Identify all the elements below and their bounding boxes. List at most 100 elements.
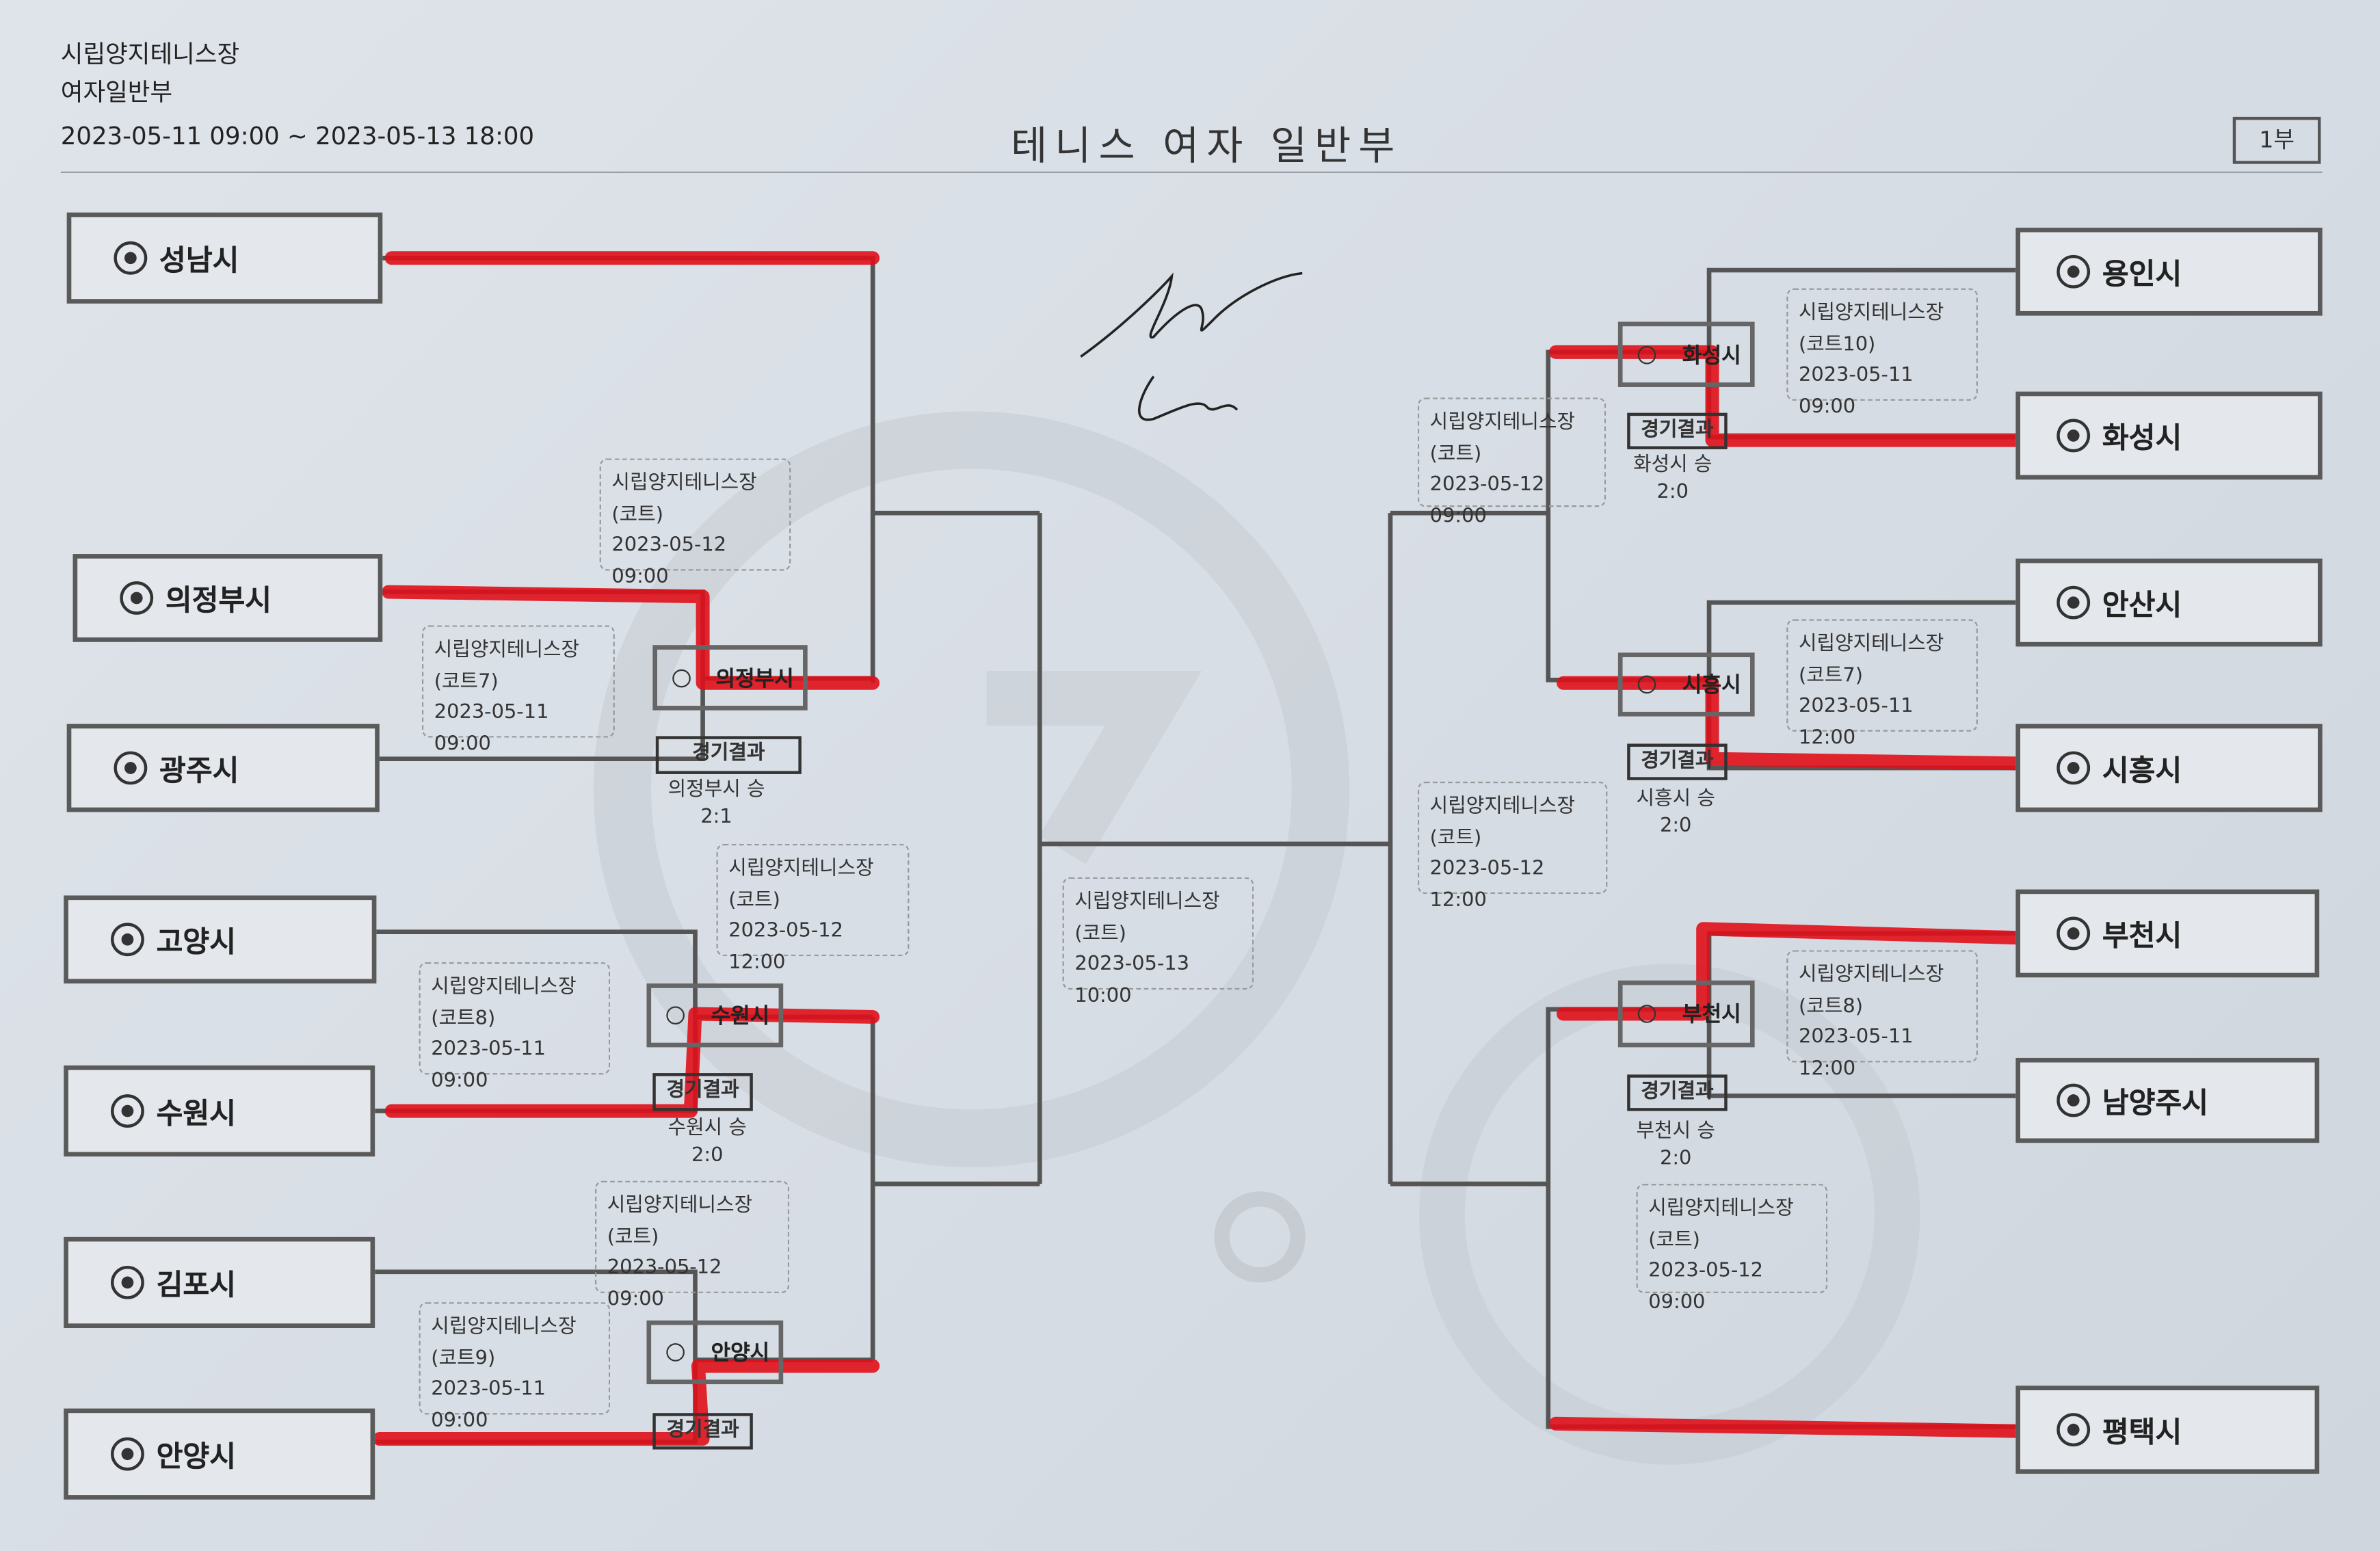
team-namyangju[interactable]: 남양주시 (2015, 1057, 2320, 1143)
advanced-team-l3[interactable]: 안양시 (646, 1320, 784, 1385)
info-line: 시립양지테니스장 (1798, 964, 1944, 987)
info-line: 2:1 (700, 806, 732, 829)
match-info-final: 시립양지테니스장(코트)2023-05-13 10:00 (1062, 877, 1254, 1007)
info-line: (코트) (1074, 922, 1126, 945)
info-line: 화성시 승 (1633, 453, 1713, 477)
team-gwangju[interactable]: 광주시 (66, 724, 380, 812)
info-line: 2023-05-12 09:00 (1648, 1260, 1763, 1314)
match-result-r1: 화성시 승 2:0 (1612, 452, 1734, 507)
city-logo-icon (2057, 916, 2091, 951)
city-logo-icon (1637, 345, 1656, 364)
period-label: 2023-05-11 09:00 ~ 2023-05-13 18:00 (60, 121, 535, 150)
info-line: 시립양지테니스장 (431, 1316, 577, 1339)
team-pyeongtaek[interactable]: 평택시 (2015, 1386, 2320, 1474)
info-line: (코트) (607, 1225, 659, 1249)
city-logo-icon (111, 1265, 144, 1299)
city-logo-icon (666, 1343, 685, 1362)
info-line: 시립양지테니스장 (1074, 890, 1220, 914)
team-yongin[interactable]: 용인시 (2015, 227, 2323, 316)
city-logo-icon (111, 1094, 144, 1128)
match-result-button-r2[interactable]: 경기결과 (1627, 743, 1728, 780)
match-result-button-l3[interactable]: 경기결과 (652, 1413, 753, 1450)
info-line: (코트) (1648, 1228, 1700, 1251)
info-line: 2023-05-11 09:00 (1798, 364, 1914, 419)
match-result-button-l1[interactable]: 경기결과 (655, 736, 802, 774)
info-line: 시립양지테니스장 (611, 472, 757, 495)
match-info-l-qf-a: 시립양지테니스장(코트)2023-05-12 09:00 (599, 458, 791, 588)
info-line: 2023-05-12 09:00 (607, 1256, 722, 1311)
info-line: (코트) (1429, 442, 1482, 466)
info-line: 2023-05-11 12:00 (1798, 1026, 1914, 1081)
match-info-r-r1-a: 시립양지테니스장(코트10)2023-05-11 09:00 (1786, 288, 1978, 418)
info-line: 2023-05-12 12:00 (1429, 857, 1545, 912)
info-line: (코트) (728, 888, 780, 912)
team-anyang[interactable]: 안양시 (64, 1408, 375, 1500)
match-info-l-r1-c: 시립양지테니스장(코트9)2023-05-11 09:00 (419, 1302, 611, 1432)
info-line: 2023-05-12 09:00 (1429, 473, 1545, 528)
info-line: 2023-05-12 09:00 (611, 534, 727, 589)
info-line: 2:0 (1659, 814, 1692, 838)
city-logo-icon (2057, 1083, 2091, 1117)
header-divider (60, 171, 2323, 174)
info-line: 2:0 (1656, 481, 1689, 504)
match-result-button-l2[interactable]: 경기결과 (652, 1073, 753, 1111)
advanced-team-r1[interactable]: 화성시 (1617, 321, 1755, 387)
match-result-l2: 수원시 승 2:0 (635, 1115, 780, 1170)
advanced-team-r3[interactable]: 부천시 (1617, 980, 1755, 1048)
team-hwaseong[interactable]: 화성시 (2015, 391, 2323, 480)
team-seongnam[interactable]: 성남시 (66, 212, 383, 304)
info-line: 의정부시 승 (667, 778, 765, 801)
info-line: (코트) (1429, 826, 1482, 849)
match-info-l-qf-b: 시립양지테니스장(코트)2023-05-12 09:00 (595, 1180, 790, 1310)
team-siheung[interactable]: 시흥시 (2015, 724, 2323, 812)
info-line: 2023-05-11 09:00 (431, 1378, 546, 1433)
info-line: (코트8) (1798, 994, 1863, 1018)
advanced-team-l1[interactable]: 의정부시 (652, 645, 808, 711)
team-ansan[interactable]: 안산시 (2015, 558, 2323, 647)
info-line: 시립양지테니스장 (434, 639, 580, 662)
city-logo-icon (111, 1437, 144, 1471)
team-bucheon[interactable]: 부천시 (2015, 889, 2320, 978)
match-info-r-sf: 시립양지테니스장(코트)2023-05-12 12:00 (1417, 781, 1608, 912)
team-uijeongbu[interactable]: 의정부시 (72, 554, 383, 642)
city-logo-icon (666, 1006, 685, 1025)
city-logo-icon (2057, 585, 2091, 620)
info-line: 2023-05-12 12:00 (728, 919, 844, 974)
city-logo-icon (1637, 1005, 1656, 1023)
info-line: 2023-05-11 09:00 (431, 1038, 546, 1092)
advanced-team-l2[interactable]: 수원시 (646, 983, 784, 1048)
match-info-l-sf: 시립양지테니스장 (코트) 2023-05-12 12:00 (716, 843, 910, 974)
info-line: 2023-05-11 12:00 (1798, 695, 1914, 750)
division-label: 여자일반부 (60, 77, 173, 107)
page-title: 테니스 여자 일반부 (1011, 124, 1403, 170)
match-result-button-r3[interactable]: 경기결과 (1627, 1074, 1728, 1111)
city-logo-icon (120, 581, 154, 615)
advanced-team-r2[interactable]: 시흥시 (1617, 652, 1755, 717)
city-logo-icon (114, 241, 148, 275)
city-logo-icon (2057, 751, 2091, 785)
match-info-r-qf-b: 시립양지테니스장 (코트) 2023-05-12 09:00 (1636, 1184, 1828, 1314)
info-line: 시립양지테니스장 (728, 857, 874, 881)
city-logo-icon (672, 668, 691, 687)
match-result-r2: 시흥시 승 2:0 (1615, 786, 1736, 841)
city-logo-icon (2057, 419, 2091, 453)
info-line: 시흥시 승 (1636, 787, 1715, 811)
info-line: 2:0 (691, 1144, 724, 1167)
part-badge: 1부 (2232, 116, 2321, 164)
team-goyang[interactable]: 고양시 (64, 895, 377, 984)
info-line: 수원시 승 (667, 1117, 747, 1140)
info-line: 시립양지테니스장 (1648, 1197, 1794, 1221)
info-line: (코트10) (1798, 333, 1876, 356)
match-info-l-r1-a: 시립양지테니스장(코트7)2023-05-11 09:00 (421, 625, 615, 755)
city-logo-icon (114, 751, 148, 785)
match-result-button-r1[interactable]: 경기결과 (1627, 412, 1728, 449)
info-line: 2:0 (1659, 1147, 1692, 1171)
match-result-l1: 의정부시 승 2:1 (644, 777, 789, 832)
info-line: (코트7) (1798, 663, 1863, 687)
team-gimpo[interactable]: 김포시 (64, 1236, 375, 1328)
team-suwon[interactable]: 수원시 (64, 1065, 375, 1157)
